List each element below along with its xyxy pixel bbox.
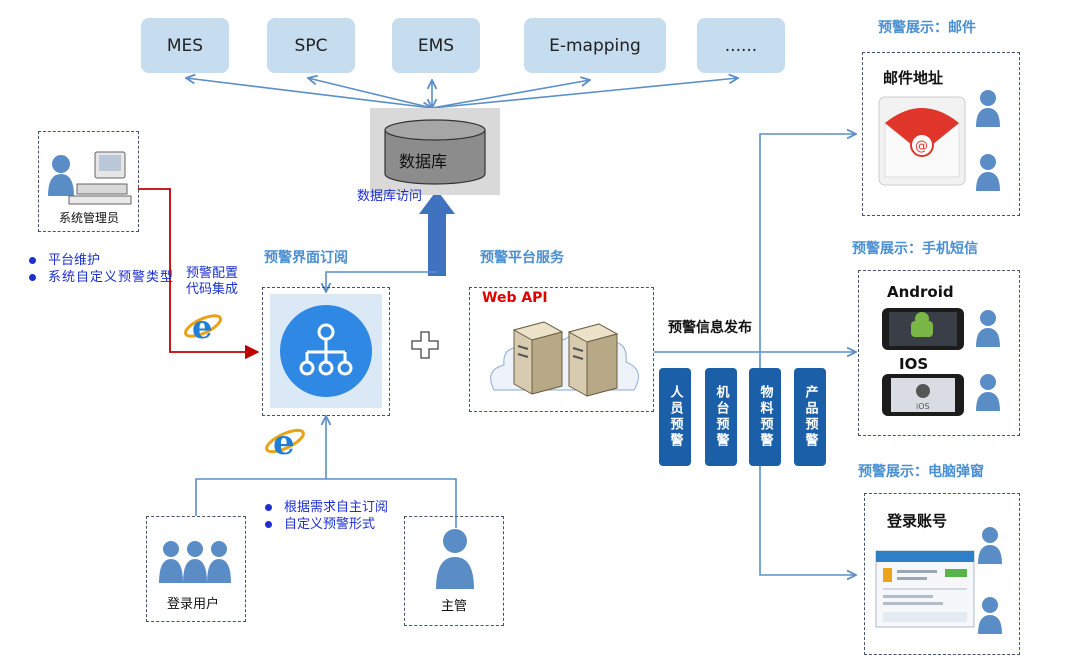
supervisor-label: 主管: [441, 599, 468, 614]
platform-service-box: Web API: [469, 287, 654, 412]
subscribe-box: [262, 287, 390, 416]
display-pc-title: 预警展示：电脑弹窗: [858, 464, 984, 480]
admin-label: 系统管理员: [59, 211, 120, 225]
plus-icon: [411, 331, 439, 359]
system-box-spc: SPC: [267, 18, 355, 73]
user-icon: [976, 374, 1000, 411]
user-bullets: 根据需求自主订阅 自定义预警形式: [262, 499, 388, 533]
user-icon: [976, 310, 1000, 347]
admin-bullet: 平台维护: [26, 252, 176, 269]
login-account-label: 登录账号: [887, 512, 948, 530]
svg-text:@: @: [915, 139, 928, 154]
svg-text:e: e: [273, 423, 295, 462]
server-cloud-icon: [490, 321, 640, 397]
publish-label: 预警信息发布: [668, 320, 752, 336]
ie-browser-icon: e: [265, 423, 305, 462]
ie-browser-icon: e: [184, 308, 222, 346]
android-label: Android: [887, 283, 954, 301]
platform-service-title: 预警平台服务: [480, 250, 564, 266]
admin-bullet: 系统自定义预警类型: [26, 269, 176, 286]
display-sms-title: 预警展示：手机短信: [852, 241, 978, 257]
subscribe-title: 预警界面订阅: [264, 250, 348, 266]
pc-popup-icon: [875, 550, 975, 628]
system-links: [186, 78, 738, 108]
svg-text:e: e: [192, 308, 212, 346]
login-user-label: 登录用户: [167, 597, 220, 612]
system-box-more: ......: [697, 18, 785, 73]
server-icon: [567, 323, 619, 397]
database-label: 数据库: [399, 152, 448, 171]
warning-type-personnel: 人员预警: [659, 368, 691, 466]
system-label: MES: [166, 35, 204, 56]
admin-box: 系统管理员: [38, 131, 139, 232]
ios-phone-icon: [882, 374, 964, 416]
display-sms-box: Android IOS iOS: [858, 270, 1020, 436]
warning-type-product: 产品预警: [794, 368, 826, 466]
warning-type-material: 物料预警: [749, 368, 781, 466]
user-icon: [978, 597, 1002, 634]
database-panel: 数据库: [370, 108, 500, 195]
admin-bullets: 平台维护 系统自定义预警类型: [26, 252, 176, 286]
system-box-ems: EMS: [392, 18, 480, 73]
database-access-label: 数据库访问: [357, 189, 423, 204]
user-group-icon: [159, 541, 231, 583]
config-label-line: 代码集成: [186, 282, 239, 297]
user-bullet: 自定义预警形式: [262, 516, 388, 533]
email-address-label: 邮件地址: [883, 69, 944, 87]
system-label: SPC: [294, 35, 328, 56]
android-phone-icon: [882, 308, 964, 350]
subscription-hierarchy-icon: [280, 305, 372, 397]
ios-screen-label: iOS: [916, 402, 930, 411]
system-box-mes: MES: [141, 18, 229, 73]
display-email-box: 邮件地址 @: [862, 52, 1020, 216]
warning-type-machine: 机台预警: [705, 368, 737, 466]
login-user-box: 登录用户: [146, 516, 246, 622]
web-api-label: Web API: [482, 290, 548, 306]
user-icon: [976, 90, 1000, 127]
email-icon: @: [878, 96, 966, 186]
display-email-title: 预警展示：邮件: [878, 20, 976, 36]
db-access-arrow: [419, 190, 455, 276]
user-bullet: 根据需求自主订阅: [262, 499, 388, 516]
user-icon: [976, 154, 1000, 191]
config-label-line: 预警配置: [186, 266, 239, 281]
publish-links: [654, 134, 856, 575]
database-icon: [384, 119, 486, 185]
admin-config-link: [138, 188, 260, 360]
user-icon: [978, 527, 1002, 564]
system-label: E-mapping: [549, 35, 641, 56]
system-box-emapping: E-mapping: [524, 18, 666, 73]
config-label: 预警配置 代码集成: [186, 266, 238, 298]
admin-computer-icon: [48, 151, 132, 205]
system-label: ......: [724, 35, 758, 56]
user-icon: [436, 529, 474, 589]
ios-label: IOS: [899, 355, 929, 373]
supervisor-box: 主管: [404, 516, 504, 626]
system-label: EMS: [417, 35, 455, 56]
server-icon: [512, 321, 564, 395]
display-pc-box: 登录账号: [864, 493, 1020, 655]
